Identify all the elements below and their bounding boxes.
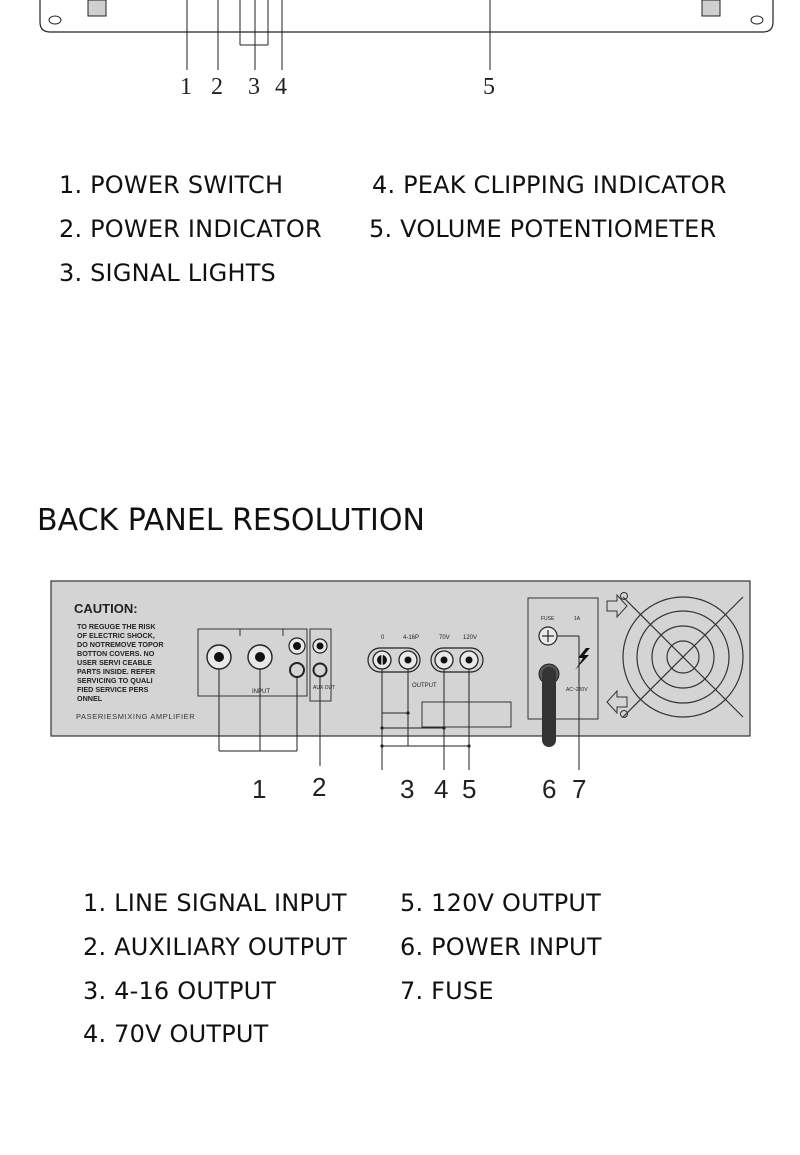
caution-line-9: ONNEL	[77, 694, 103, 703]
terminal-label-4-16: 4-16P	[403, 635, 419, 641]
input-label: INPUT	[252, 689, 270, 695]
fuse-power-block	[527, 597, 599, 720]
front-handle-right	[701, 0, 721, 17]
terminal-70v	[434, 650, 454, 670]
terminal-label-70v: 70V	[439, 635, 450, 641]
front-mount-hole-left	[48, 15, 62, 25]
fan-airflow-icon-bottom	[606, 689, 628, 718]
back-legend-item-4: 4. 70V OUTPUT	[83, 1020, 269, 1048]
caution-line-7: SERVICING TO QUALI	[77, 676, 153, 685]
input-jack-1	[206, 644, 232, 670]
fan-airflow-icon-top	[606, 592, 628, 619]
ac-voltage-label: AC~220V	[566, 687, 588, 693]
caution-line-3: DO NOTREMOVE TOPOR	[77, 640, 164, 649]
output-terminal-group-1	[367, 647, 421, 673]
back-callout-1: 1	[252, 774, 266, 804]
front-callout-3: 3	[248, 74, 260, 100]
input-block	[197, 628, 308, 697]
front-leader-lines	[186, 0, 491, 70]
output-terminal-group-2	[430, 647, 484, 673]
front-panel-diagram: 1 2 3 4 5	[39, 0, 774, 100]
serial-plate	[421, 701, 512, 728]
aux-jack-1	[312, 638, 328, 654]
caution-heading: CAUTION:	[74, 601, 138, 616]
back-legend-item-5: 5. 120V OUTPUT	[400, 889, 601, 917]
back-callout-6: 6	[542, 774, 556, 804]
fuse-label: FUSE	[541, 616, 555, 622]
front-mount-hole-right	[750, 15, 764, 25]
model-text: PASERIESMIXING AMPLIFIER	[76, 712, 195, 721]
back-callout-7: 7	[572, 774, 586, 804]
back-panel-title: BACK PANEL RESOLUTION	[37, 503, 425, 538]
back-legend-item-6: 6. POWER INPUT	[400, 933, 602, 961]
front-callout-4: 4	[275, 74, 287, 100]
back-panel-diagram: CAUTION: TO REGUGE THE RISK OF ELECTRIC …	[50, 580, 751, 804]
caution-line-8: FIED SERVICE PERS	[77, 685, 149, 694]
front-callout-1: 1	[180, 74, 192, 100]
back-leader-dots	[380, 711, 471, 748]
input-jack-2	[247, 644, 273, 670]
caution-text: TO REGUGE THE RISK OF ELECTRIC SHOCK, DO…	[77, 622, 164, 703]
front-callout-5: 5	[483, 74, 495, 100]
aux-label: AUX OUT	[313, 685, 335, 691]
back-callout-3: 3	[400, 774, 414, 804]
caution-line-5: USER SERVI CEABLE	[77, 658, 152, 667]
front-panel-outline	[39, 0, 774, 33]
front-legend-item-5: 5. VOLUME POTENTIOMETER	[369, 215, 717, 243]
caution-line-1: TO REGUGE THE RISK	[77, 622, 156, 631]
back-legend-item-3: 3. 4-16 OUTPUT	[83, 977, 277, 1005]
front-legend-item-1: 1. POWER SWITCH	[59, 171, 284, 199]
fan-guard	[622, 596, 744, 718]
terminal-label-0: 0	[381, 635, 385, 641]
back-leader-lines	[218, 635, 580, 770]
terminal-0	[372, 650, 392, 670]
front-legend-item-3: 3. SIGNAL LIGHTS	[59, 259, 276, 287]
back-callout-4: 4	[434, 774, 448, 804]
caution-line-2: OF ELECTRIC SHOCK,	[77, 631, 155, 640]
terminal-120v	[459, 650, 479, 670]
back-legend-item-2: 2. AUXILIARY OUTPUT	[83, 933, 347, 961]
terminal-4-16	[398, 650, 418, 670]
back-legend-item-1: 1. LINE SIGNAL INPUT	[83, 889, 347, 917]
fuse-rating: 1A	[574, 616, 581, 622]
caution-line-6: PARTS INSIDE. REFER	[77, 667, 156, 676]
input-jack-3	[288, 637, 306, 655]
back-callout-5: 5	[462, 774, 476, 804]
front-handle-left	[87, 0, 107, 17]
caution-line-4: BOTTON COVERS. NO	[77, 649, 155, 658]
front-legend-item-2: 2. POWER INDICATOR	[59, 215, 322, 243]
back-legend-item-7: 7. FUSE	[400, 977, 494, 1005]
fuse-holder	[538, 626, 558, 646]
output-label: OUTPUT	[412, 683, 437, 689]
terminal-label-120v: 120V	[463, 635, 477, 641]
front-callout-2: 2	[211, 74, 223, 100]
front-legend-item-4: 4. PEAK CLIPPING INDICATOR	[372, 171, 727, 199]
aux-jack-2	[312, 662, 328, 678]
back-callout-2: 2	[312, 772, 326, 802]
